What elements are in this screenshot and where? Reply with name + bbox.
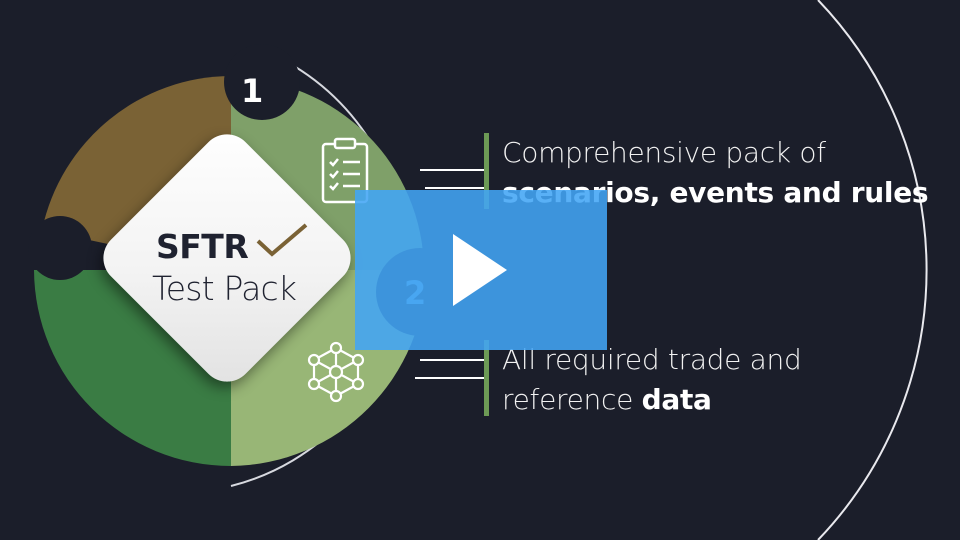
step-1-number: 1 — [241, 72, 264, 110]
logo-title: SFTR — [156, 227, 249, 266]
background-arc — [817, 0, 928, 540]
sftr-test-pack-logo: SFTR Test Pack — [92, 123, 362, 393]
left-cutout — [28, 216, 92, 280]
clipboard-checklist-icon — [321, 137, 369, 204]
feature-line-2: reference data — [502, 380, 801, 420]
feature-text: All required trade and reference data — [502, 340, 802, 420]
feature-accent-bar — [484, 133, 489, 209]
logo-subtitle: Test Pack — [152, 269, 297, 308]
feature-line-1: Comprehensive pack of — [502, 136, 826, 169]
step-1-cutout — [224, 44, 300, 120]
play-button[interactable] — [355, 190, 607, 350]
feature-accent-bar — [484, 340, 489, 416]
feature-line-2-light: reference — [502, 383, 633, 416]
network-nodes-icon — [307, 341, 365, 403]
checkmark-icon — [256, 223, 308, 257]
play-icon — [453, 234, 507, 306]
feature-line-2-bold: data — [641, 383, 712, 416]
